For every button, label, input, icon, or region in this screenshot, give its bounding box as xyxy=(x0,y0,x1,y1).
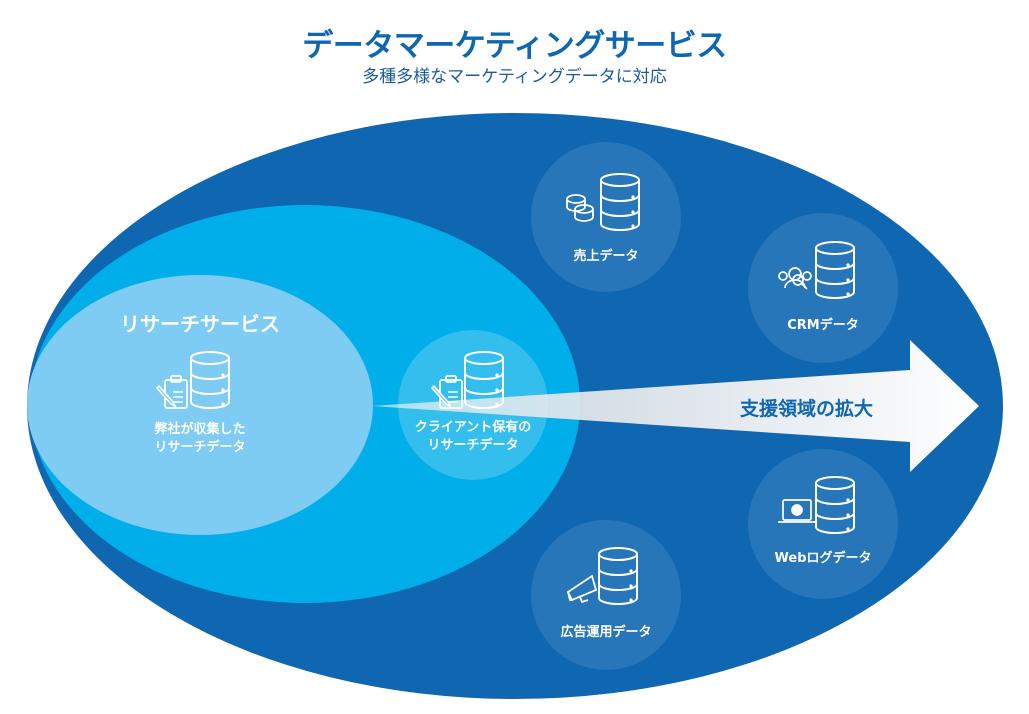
inner-ellipse-research-service xyxy=(27,275,373,535)
own-research-data-label: 弊社が収集した リサーチデータ xyxy=(154,422,246,455)
weblog-data-label: Webログデータ xyxy=(774,551,872,566)
ad-operation-data-label: 広告運用データ xyxy=(560,625,652,640)
coins-icon xyxy=(566,194,594,222)
laptop-icon xyxy=(778,499,816,523)
megaphone-icon xyxy=(566,574,598,604)
page-title: データマーケティングサービス xyxy=(302,28,727,64)
client-research-data-label: クライアント保有の リサーチデータ xyxy=(414,420,532,453)
crm-data-label: CRMデータ xyxy=(787,318,859,333)
page-subtitle: 多種多様なマーケティングデータに対応 xyxy=(362,67,667,87)
node-circle-weblog xyxy=(748,449,898,599)
expansion-arrow xyxy=(372,340,979,472)
node-circle-crm xyxy=(748,213,898,363)
customers-search-icon xyxy=(778,267,812,290)
arrow-label-expansion: 支援領域の拡大 xyxy=(740,398,874,420)
node-circle-ads xyxy=(531,520,681,670)
node-circle-sales xyxy=(531,142,681,292)
research-service-title: リサーチサービス xyxy=(120,312,280,336)
sales-data-label: 売上データ xyxy=(573,249,639,264)
